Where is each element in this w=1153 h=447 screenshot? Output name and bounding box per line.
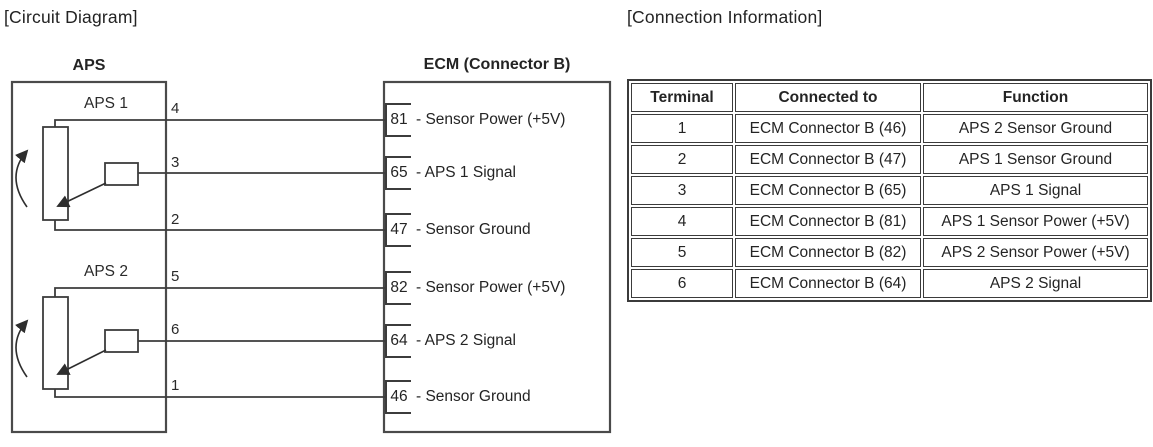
- aps-box-title: APS: [72, 57, 106, 74]
- ecm-box-outline: [382, 80, 612, 434]
- aps-box-outline: [10, 80, 168, 434]
- aps2-potentiometer: [15, 296, 139, 390]
- connection-table-head: Terminal Connected to Function: [631, 83, 1148, 112]
- col-header-terminal: Terminal: [631, 83, 733, 112]
- aps1-wires: [54, 119, 385, 231]
- pin-47-terminal-box: 47: [385, 213, 411, 247]
- pin-82-label: - Sensor Power (+5V): [416, 279, 566, 296]
- pin-46-terminal-box: 46: [385, 380, 411, 414]
- connection-info-panel: [Connection Information] Terminal Connec…: [620, 0, 1153, 447]
- cell-function: APS 2 Signal: [923, 269, 1148, 298]
- aps1-wiper-contact: [104, 162, 139, 186]
- cell-function: APS 1 Signal: [923, 176, 1148, 205]
- wire-terminal-4: [54, 119, 385, 127]
- connection-table: Terminal Connected to Function 1 ECM Con…: [627, 79, 1152, 302]
- pin-82-terminal-box: 82: [385, 271, 411, 305]
- terminal-number-2: 2: [171, 211, 180, 228]
- cell-connected: ECM Connector B (82): [735, 238, 921, 267]
- ecm-pin-82: 82 - Sensor Power (+5V): [385, 271, 565, 305]
- col-header-connected-to: Connected to: [735, 83, 921, 112]
- connection-info-title: [Connection Information]: [627, 7, 823, 27]
- circuit-diagram-panel: [Circuit Diagram] APS ECM (Connector B): [4, 7, 612, 434]
- cell-connected: ECM Connector B (81): [735, 207, 921, 236]
- cell-connected: ECM Connector B (65): [735, 176, 921, 205]
- pin-64-terminal-box: 64: [385, 324, 411, 358]
- cell-function: APS 2 Sensor Ground: [923, 114, 1148, 143]
- pin-81-terminal-box: 81: [385, 103, 411, 137]
- cell-connected: ECM Connector B (46): [735, 114, 921, 143]
- ecm-pin-46: 46 - Sensor Ground: [385, 380, 531, 414]
- pin-81-label: - Sensor Power (+5V): [416, 111, 566, 128]
- table-header-row: Terminal Connected to Function: [631, 83, 1148, 112]
- cell-terminal: 2: [631, 145, 733, 174]
- ecm-pin-65: 65 - APS 1 Signal: [385, 156, 516, 190]
- terminal-number-6: 6: [171, 321, 180, 338]
- cell-terminal: 5: [631, 238, 733, 267]
- ecm-pin-47: 47 - Sensor Ground: [385, 213, 531, 247]
- connection-table-body: 1 ECM Connector B (46) APS 2 Sensor Grou…: [631, 114, 1148, 298]
- aps2-wires: [54, 287, 385, 398]
- table-row: 6 ECM Connector B (64) APS 2 Signal: [631, 269, 1148, 298]
- cell-connected: ECM Connector B (47): [735, 145, 921, 174]
- cell-terminal: 4: [631, 207, 733, 236]
- pin-46-label: - Sensor Ground: [416, 388, 531, 405]
- circuit-wiring-svg: [10, 80, 612, 434]
- aps1-resistor: [42, 126, 69, 221]
- aps1-potentiometer: [15, 126, 139, 221]
- terminal-number-3: 3: [171, 154, 180, 171]
- pin-47-label: - Sensor Ground: [416, 221, 531, 238]
- cell-function: APS 1 Sensor Ground: [923, 145, 1148, 174]
- table-row: 3 ECM Connector B (65) APS 1 Signal: [631, 176, 1148, 205]
- wire-terminal-2: [54, 220, 385, 231]
- aps2-label: APS 2: [84, 263, 128, 280]
- col-header-function: Function: [923, 83, 1148, 112]
- aps2-resistor: [42, 296, 69, 390]
- table-row: 2 ECM Connector B (47) APS 1 Sensor Grou…: [631, 145, 1148, 174]
- circuit-diagram-title: [Circuit Diagram]: [4, 7, 138, 27]
- pin-65-terminal-box: 65: [385, 156, 411, 190]
- terminal-number-1: 1: [171, 377, 180, 394]
- wire-terminal-5: [54, 287, 385, 297]
- pin-65-label: - APS 1 Signal: [416, 164, 516, 181]
- aps1-wiper-arm: [56, 182, 107, 208]
- table-row: 1 ECM Connector B (46) APS 2 Sensor Grou…: [631, 114, 1148, 143]
- terminal-number-4: 4: [171, 100, 180, 117]
- terminal-number-5: 5: [171, 268, 180, 285]
- cell-terminal: 1: [631, 114, 733, 143]
- ecm-pin-64: 64 - APS 2 Signal: [385, 324, 516, 358]
- cell-terminal: 6: [631, 269, 733, 298]
- aps2-wiper-arm: [56, 349, 107, 375]
- wire-terminal-1: [54, 389, 385, 398]
- cell-connected: ECM Connector B (64): [735, 269, 921, 298]
- cell-function: APS 2 Sensor Power (+5V): [923, 238, 1148, 267]
- aps1-label: APS 1: [84, 95, 128, 112]
- ecm-pin-81: 81 - Sensor Power (+5V): [385, 103, 565, 137]
- table-row: 5 ECM Connector B (82) APS 2 Sensor Powe…: [631, 238, 1148, 267]
- ecm-box-title: ECM (Connector B): [423, 56, 571, 73]
- aps2-wiper-contact: [104, 329, 139, 353]
- table-row: 4 ECM Connector B (81) APS 1 Sensor Powe…: [631, 207, 1148, 236]
- cell-function: APS 1 Sensor Power (+5V): [923, 207, 1148, 236]
- aps2-rotation-arc: [15, 319, 29, 378]
- aps1-rotation-arc: [15, 149, 29, 208]
- pin-64-label: - APS 2 Signal: [416, 332, 516, 349]
- cell-terminal: 3: [631, 176, 733, 205]
